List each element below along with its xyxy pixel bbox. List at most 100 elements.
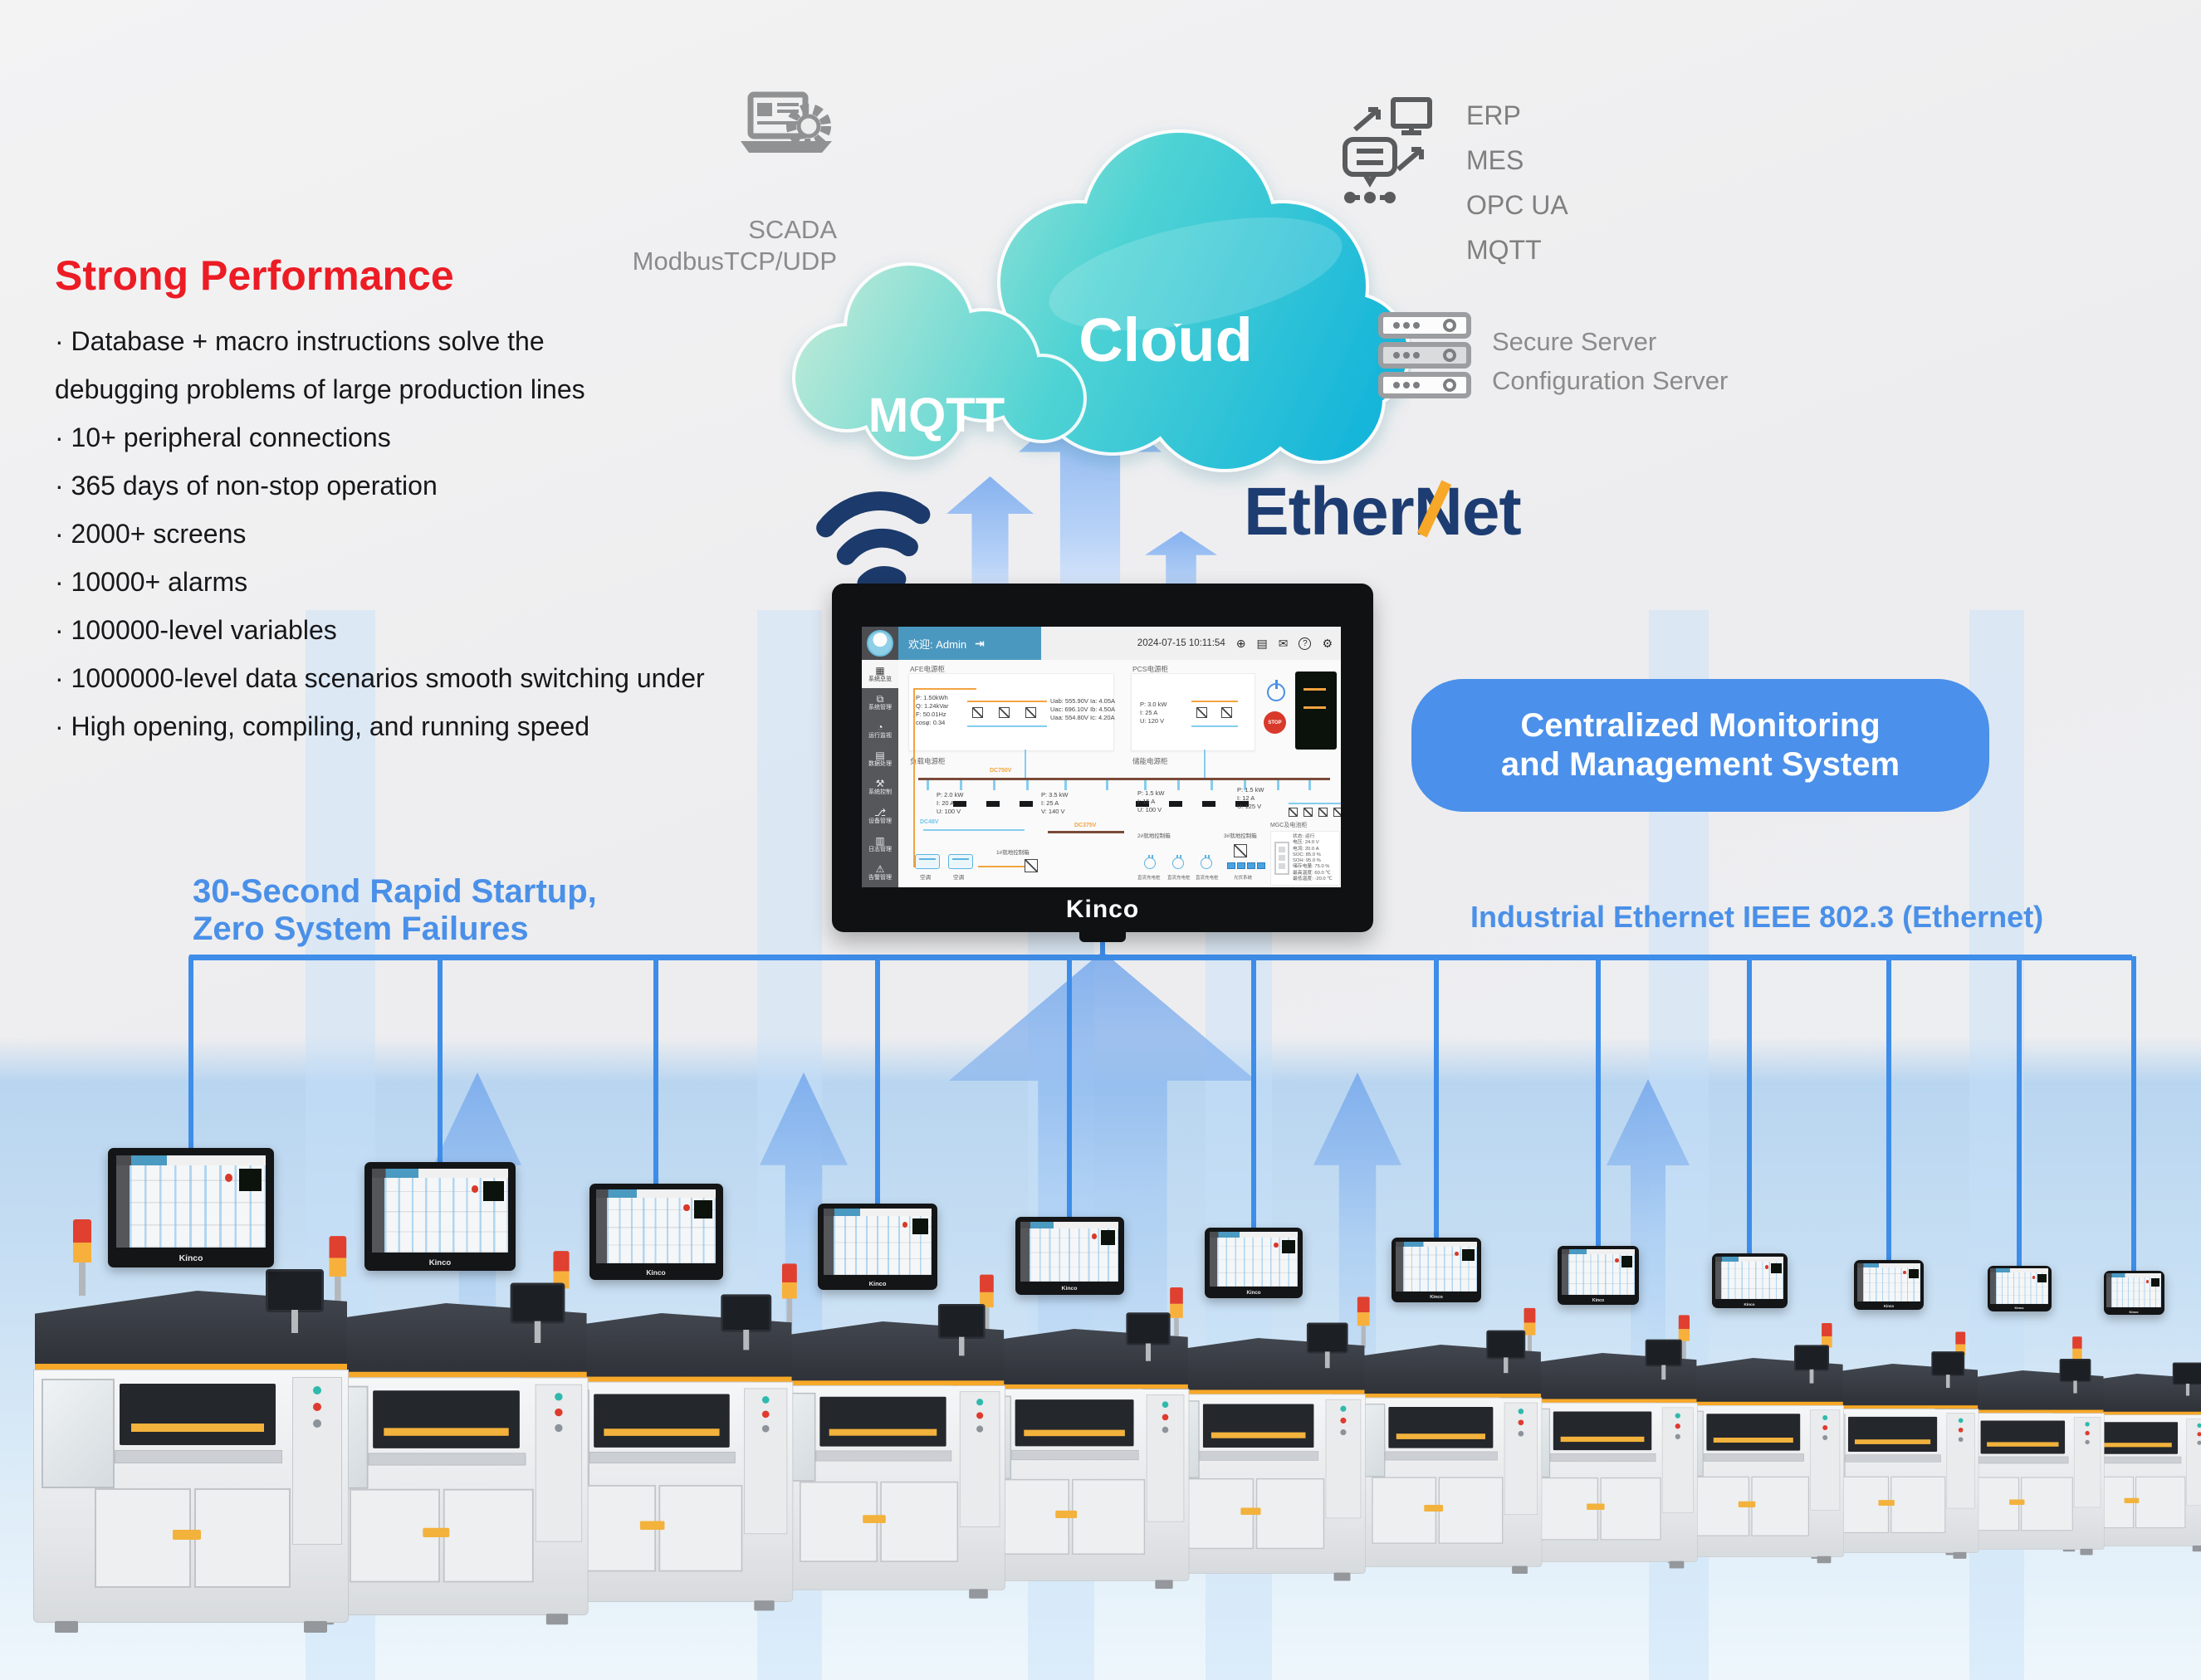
sidebar-icon: ▤ (875, 750, 885, 762)
machine-foot (1512, 1565, 1528, 1575)
central-hmi-monitor: 欢迎: Admin ⇥ 2024-07-15 10:11:54 ⊕ ▤ ✉ ? … (832, 584, 1373, 942)
sidebar-icon: ⧉ (876, 692, 884, 705)
machine-control-console (1810, 1409, 1841, 1511)
line-hmi-screen (1990, 1268, 2048, 1304)
line-hmi-screen (1715, 1256, 1783, 1299)
sidebar-label: 告警管理 (868, 874, 892, 881)
sidebar-icon: ⎇ (874, 806, 886, 818)
afe-current: Ic: 4.20A (1090, 714, 1115, 721)
sidebar-item-5[interactable]: ⚒系统控制 (862, 774, 898, 802)
line-hmi-screen (1020, 1221, 1118, 1282)
pcs-value: U: 120 V (1140, 717, 1165, 725)
machine-door (194, 1488, 291, 1588)
machine-platform (1199, 1451, 1319, 1461)
load-value: I: 20 A (937, 799, 955, 807)
sidebar-item-1[interactable]: ▦系统总览 (862, 660, 898, 689)
machine-work-area (819, 1396, 946, 1447)
logo-ether: Ether (1244, 474, 1415, 549)
avatar[interactable] (862, 627, 898, 660)
machine-work-area (373, 1390, 520, 1448)
performance-line: · High opening, compiling, and running s… (55, 711, 589, 741)
stop-button[interactable]: STOP (1264, 711, 1286, 734)
storage-value: I: 12 A (1237, 794, 1255, 802)
machine-door-latch (1055, 1510, 1078, 1518)
production-machine-1 (33, 1219, 349, 1633)
line-hmi-display-4: Kinco (818, 1204, 937, 1290)
signal-tower-light (781, 1263, 797, 1326)
load-value: P: 3.5 kW (1041, 791, 1069, 798)
machine-door-latch (2124, 1497, 2140, 1503)
network-drop-line (1434, 956, 1439, 1243)
machine-accent-stripe (520, 1376, 792, 1382)
globe-icon[interactable]: ⊕ (1235, 637, 1246, 650)
dc-charger-icon (1144, 855, 1156, 869)
machine-arm-monitor (1794, 1345, 1829, 1384)
machine-door-latch (173, 1530, 201, 1540)
machine-work-area (2096, 1422, 2179, 1454)
network-drop-line (653, 956, 658, 1189)
mail-icon[interactable]: ✉ (1278, 637, 1289, 650)
machine-door (1600, 1477, 1661, 1541)
help-icon[interactable]: ? (1299, 637, 1312, 650)
server-stack-icon (1378, 312, 1471, 398)
sidebar-item-8[interactable]: ⚠告警管理 (862, 858, 898, 886)
machine-door-latch (1424, 1504, 1444, 1512)
protocol-item: OPC UA (1466, 190, 1568, 220)
machine-arm-monitor (721, 1294, 772, 1350)
sidebar-icon: ▦ (875, 664, 885, 676)
machine-control-console (1504, 1402, 1538, 1516)
battery-row: 储存电量: 75.0 % (1293, 864, 1330, 870)
performance-line: · 2000+ screens (55, 519, 247, 549)
machine-door (658, 1485, 743, 1572)
battery-row: 最低温度: -20.0 ℃ (1293, 877, 1333, 882)
scada-label: SCADA ModbusTCP/UDP (633, 214, 837, 277)
cloud-label: Cloud (1078, 305, 1253, 374)
performance-title: Strong Performance (55, 252, 454, 299)
line-hmi-screen (824, 1209, 932, 1276)
signal-tower-light (980, 1274, 994, 1333)
sidebar-item-4[interactable]: ▤数据处理 (862, 745, 898, 774)
charger-label: 直流充电桩 (1167, 876, 1191, 881)
mqtt-cloud-label: MQTT (868, 388, 1005, 442)
network-drop-line (1747, 956, 1752, 1258)
protocol-item: ERP (1466, 100, 1521, 130)
signal-tower-light (329, 1236, 347, 1308)
afe-current: Ia: 4.05A (1090, 697, 1116, 705)
machine-foot (304, 1621, 327, 1633)
storage-value: I: 15 A (1137, 798, 1156, 805)
line-hmi-display-9: Kinco (1711, 1253, 1788, 1308)
ac-label: 空调 (920, 875, 931, 881)
battery-row: 电压: 24.0 V (1293, 840, 1319, 846)
line-hmi-brand: Kinco (646, 1268, 666, 1277)
line-hmi-brand: Kinco (1061, 1286, 1078, 1292)
sidebar-item-3[interactable]: ◔运行监视 (862, 716, 898, 745)
afe-voltage: Uaa: 554.80V (1050, 714, 1088, 721)
logout-icon[interactable]: ⇥ (975, 636, 985, 650)
logo-et: et (1461, 474, 1522, 549)
power-icon[interactable] (1267, 680, 1285, 701)
line-hmi-display-7: Kinco (1392, 1238, 1481, 1302)
pcs-value: I: 25 A (1140, 709, 1158, 716)
sidebar-item-2[interactable]: ⧉系统管理 (862, 688, 898, 716)
machine-foot (1669, 1560, 1685, 1569)
machine-platform (1845, 1454, 1941, 1463)
sidebar-item-6[interactable]: ⎇设备管理 (862, 802, 898, 830)
line-hmi-brand: Kinco (868, 1279, 887, 1287)
machine-arm-monitor (1931, 1351, 1965, 1389)
line-hmi-display-11: Kinco (1987, 1266, 2052, 1311)
machine-platform (589, 1452, 736, 1463)
afe-voltage: Uac: 696.10V (1050, 706, 1088, 713)
gear-icon[interactable]: ⚙ (1322, 637, 1333, 650)
afe-voltage: Uab: 555.90V (1050, 697, 1088, 705)
pcs-value: P: 3.0 kW (1140, 701, 1167, 708)
scada-laptop-gear-icon (741, 91, 832, 153)
mqtt-cloud (795, 266, 1083, 457)
document-icon[interactable]: ▤ (1256, 637, 1268, 650)
sidebar-item-7[interactable]: ▥日志管理 (862, 830, 898, 858)
dc48-label: DC48V (920, 819, 939, 825)
machine-door (1751, 1476, 1809, 1536)
network-drop-line (438, 956, 443, 1167)
machine-arm-monitor (2172, 1362, 2201, 1396)
sidebar-icon: ▥ (875, 834, 885, 847)
